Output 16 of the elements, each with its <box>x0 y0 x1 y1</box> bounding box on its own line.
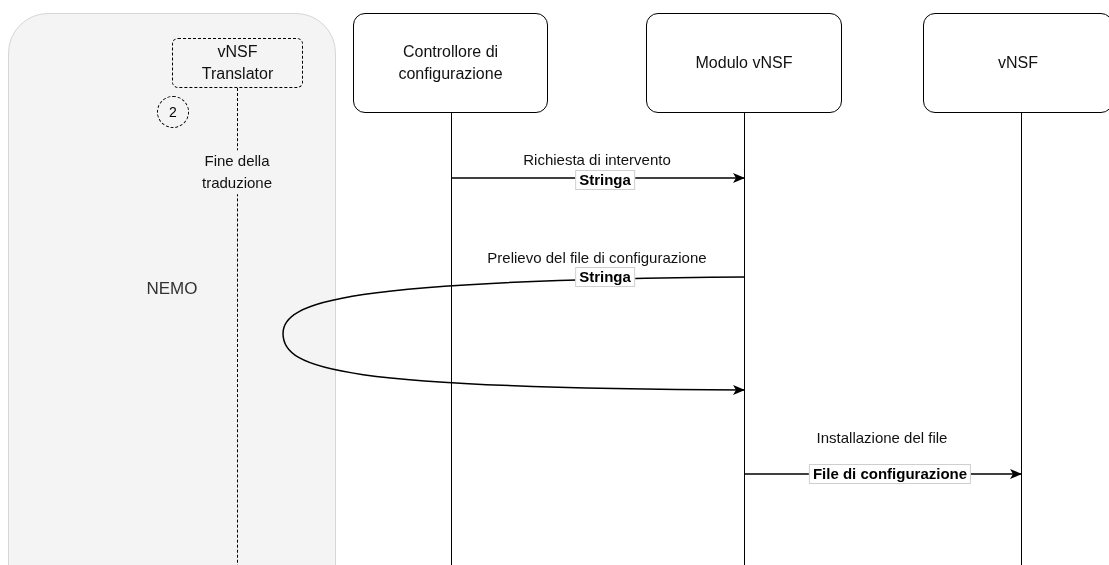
group-panel <box>8 13 336 565</box>
data-type-tag: File di configurazione <box>808 464 972 484</box>
edge-label: Prelievo del file di configurazione <box>487 248 707 269</box>
participant-box: Modulo vNSF <box>646 13 842 113</box>
message-arrow <box>282 276 746 395</box>
participant-box: Controllore di configurazione <box>353 13 548 113</box>
data-type-tag: Stringa <box>575 170 635 190</box>
edge-label: Richiesta di intervento <box>523 150 671 171</box>
data-type-tag: Stringa <box>575 267 635 287</box>
lifeline <box>451 113 452 565</box>
lifeline <box>744 113 745 565</box>
group-title: NEMO <box>146 277 198 300</box>
participant-box: vNSF <box>923 13 1109 113</box>
lifeline <box>1021 113 1022 565</box>
participant-box: vNSF Translator <box>172 38 303 88</box>
edge-label: Installazione del file <box>816 428 948 449</box>
